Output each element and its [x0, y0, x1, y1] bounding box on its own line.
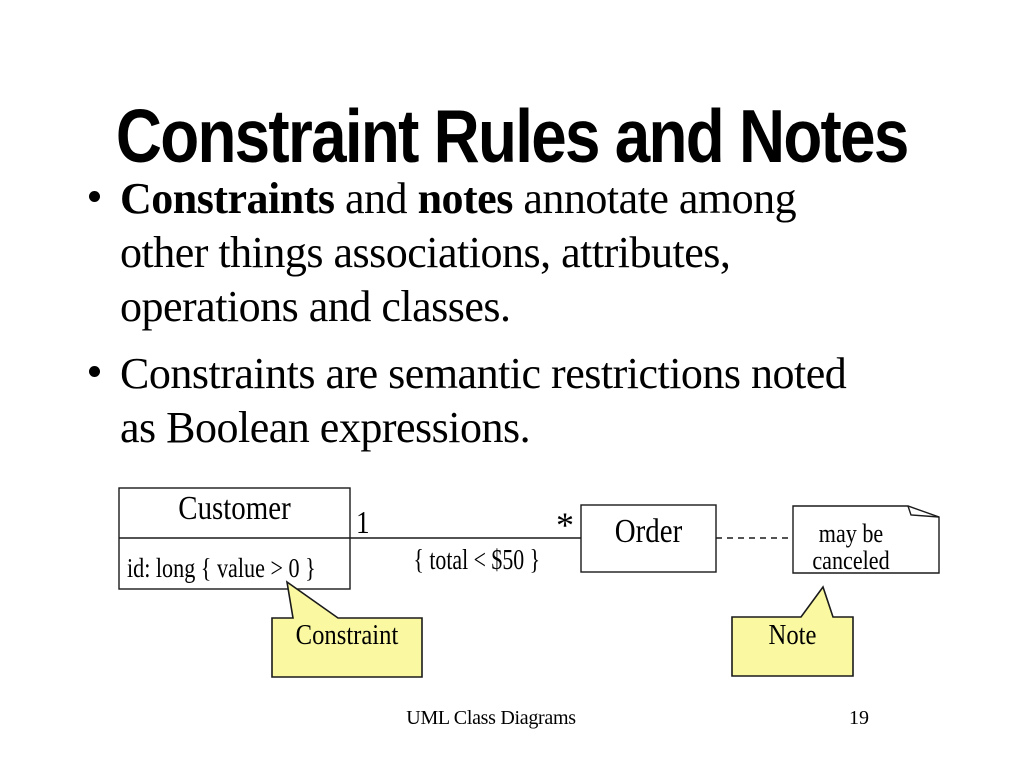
bullet-1-line-1: Constraints and notes annotate among	[120, 172, 797, 226]
uml-note-fold-corner	[907, 505, 940, 518]
bullet-1-mid: and	[334, 174, 418, 223]
bullet-item-1: Constraints and notes annotate among oth…	[84, 172, 797, 334]
page-number: 19	[849, 707, 869, 729]
uml-note-text-line-1: may be	[818, 519, 884, 548]
uml-note-shape	[792, 505, 940, 574]
bullet-1-text: Constraints and notes annotate among oth…	[120, 172, 797, 334]
uml-note-text-line-2: canceled	[812, 546, 890, 575]
bullet-dot	[89, 366, 100, 377]
bullet-1-bold-notes: notes	[417, 174, 514, 223]
constraint-callout-label: Constraint	[295, 620, 399, 651]
bullet-2-line-2: as Boolean expressions.	[120, 403, 531, 452]
association-constraint-label: { total < $50 }	[413, 545, 541, 576]
note-callout-shape	[731, 585, 854, 677]
bullet-1-line-2: other things associations, attributes,	[120, 228, 731, 277]
multiplicity-order: *	[556, 505, 574, 545]
customer-class-name: Customer	[178, 490, 291, 527]
bullet-1-line-3: operations and classes.	[120, 282, 511, 331]
footer-title: UML Class Diagrams	[406, 707, 576, 729]
bullet-1-rest: annotate among	[512, 174, 797, 223]
constraint-callout-shape	[271, 580, 423, 678]
page-title: Constraint Rules and Notes	[116, 94, 909, 178]
bullet-item-2: Constraints are semantic restrictions no…	[84, 347, 847, 455]
title-row: Constraint Rules and Notes	[0, 96, 1024, 176]
order-class-name: Order	[614, 513, 683, 550]
order-class-box	[580, 504, 717, 573]
uml-note-text: may be canceled	[802, 520, 901, 574]
bullet-2-line-1: Constraints are semantic restrictions no…	[120, 349, 847, 398]
multiplicity-customer: 1	[356, 504, 370, 540]
bullet-dot	[89, 191, 100, 202]
customer-attribute: id: long { value > 0 }	[127, 553, 316, 583]
note-callout-label: Note	[768, 620, 817, 651]
bullet-1-bold-constraints: Constraints	[120, 174, 335, 223]
bullet-2-text: Constraints are semantic restrictions no…	[120, 347, 847, 455]
